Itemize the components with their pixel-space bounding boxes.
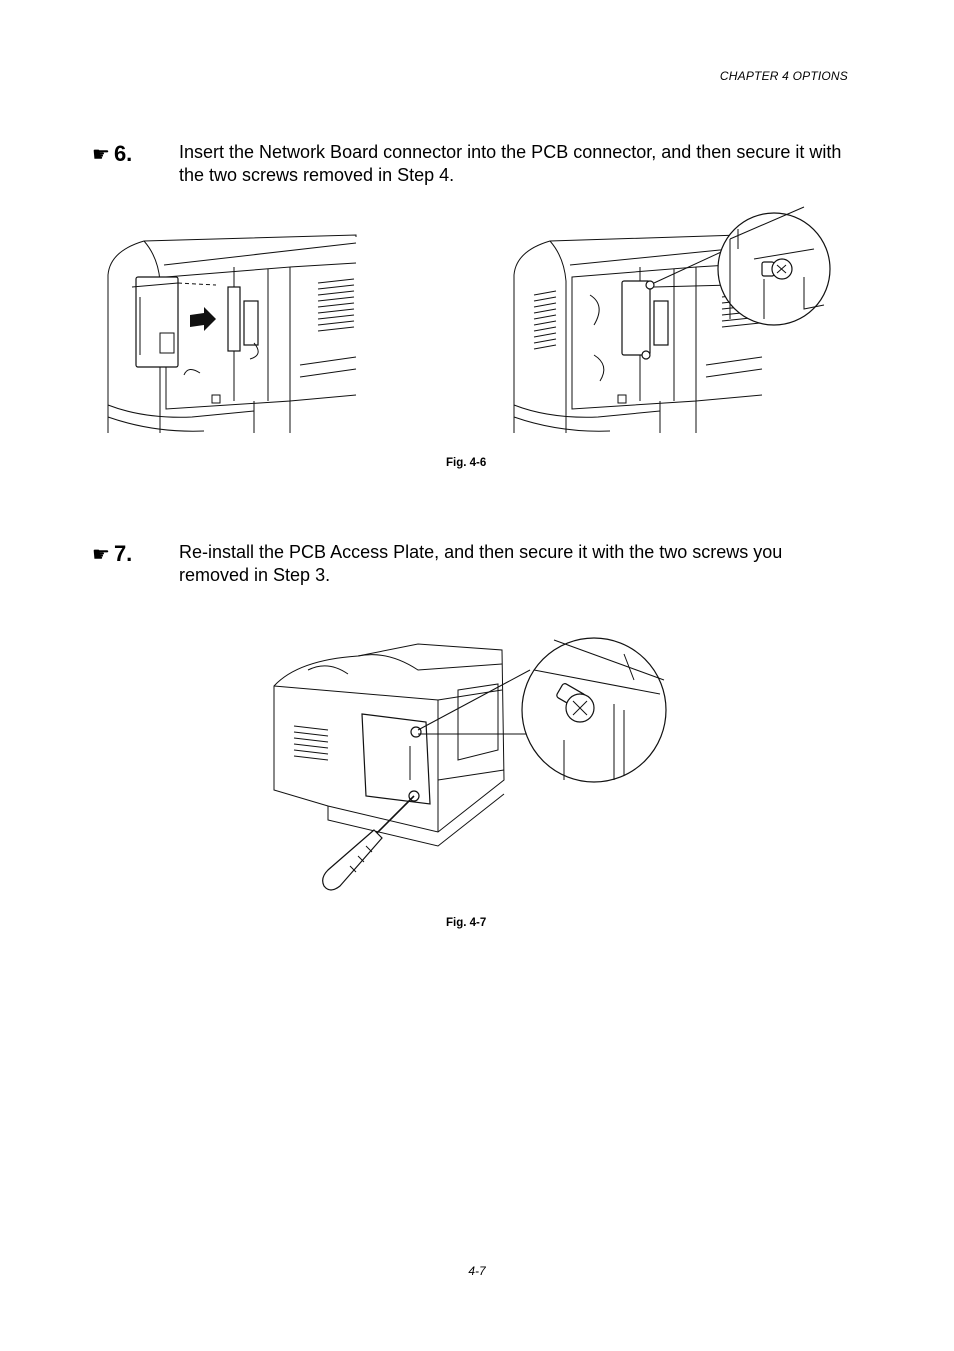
chapter-header: CHAPTER 4 OPTIONS	[719, 69, 848, 83]
network-board-insertion-illustration	[107, 206, 831, 433]
figure-caption: Fig. 4-7	[446, 917, 487, 929]
screw-closeup	[521, 637, 667, 783]
pcb-access-plate-illustration	[273, 637, 667, 891]
pointing-hand-icon: ☛	[92, 544, 110, 566]
printer-view	[273, 643, 531, 891]
printer-left-view	[107, 234, 357, 433]
step-number: 7.	[113, 541, 133, 566]
step-number: 6.	[113, 141, 133, 166]
step-marker: ☛7.	[92, 541, 132, 567]
figure-4-7	[268, 630, 678, 900]
step-text: Insert the Network Board connector into …	[179, 142, 842, 185]
step-marker: ☛6.	[92, 141, 132, 167]
pointing-hand-icon: ☛	[92, 144, 110, 166]
step-text: Re-install the PCB Access Plate, and the…	[179, 542, 783, 585]
figure-caption: Fig. 4-6	[446, 457, 487, 469]
screw-closeup	[717, 206, 831, 326]
figure-4-6	[104, 205, 834, 437]
page-number: 4-7	[468, 1264, 486, 1278]
